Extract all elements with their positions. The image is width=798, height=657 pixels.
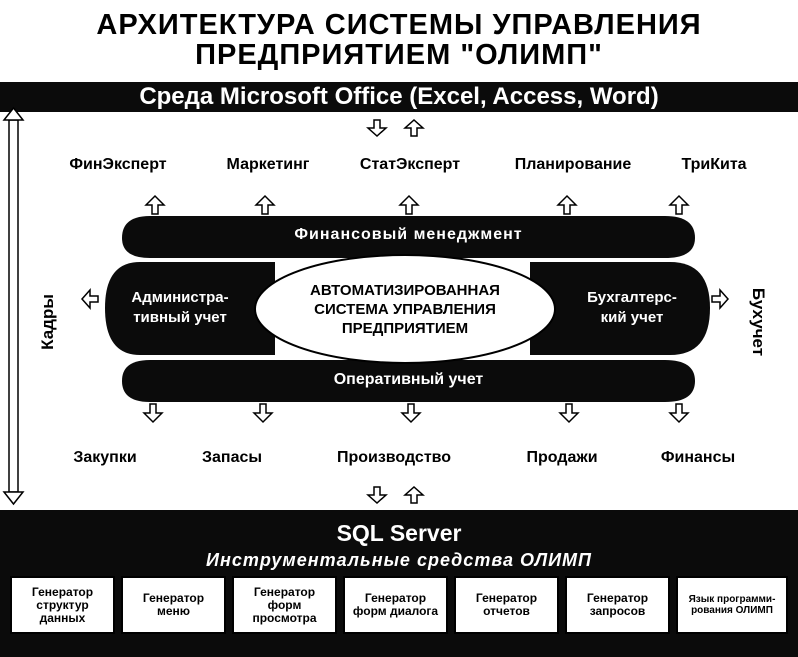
tools-title: Инструментальные средства ОЛИМП bbox=[206, 550, 592, 570]
center-line-1: АВТОМАТИЗИРОВАННАЯ bbox=[310, 282, 500, 299]
bookkeeping-line-2: кий учет bbox=[600, 309, 664, 326]
top-double-arrow bbox=[366, 118, 425, 138]
module-down-arrows bbox=[142, 403, 690, 424]
hr-label: Кадры bbox=[37, 294, 57, 350]
admin-line-2: тивный учет bbox=[133, 309, 227, 326]
module-inventory: Запасы bbox=[201, 449, 263, 466]
financial-management-label: Финансовый менеджмент bbox=[294, 226, 523, 243]
side-arrows bbox=[80, 288, 730, 310]
module-finexpert: ФинЭксперт bbox=[69, 156, 167, 173]
diagram-title-line-2: ПРЕДПРИЯТИЕМ "ОЛИМП" bbox=[195, 39, 603, 71]
bookkeeping-line-1: Бухгалтерс- bbox=[587, 289, 677, 306]
admin-line-1: Администра- bbox=[131, 289, 229, 306]
administrative-accounting-label: Администра- тивный учет bbox=[100, 288, 260, 328]
diagram-title-line-1: АРХИТЕКТУРА СИСТЕМЫ УПРАВЛЕНИЯ bbox=[96, 9, 702, 41]
bottom-double-arrow bbox=[366, 485, 425, 505]
module-statexpert: СтатЭксперт bbox=[359, 156, 461, 173]
sql-server-label: SQL Server bbox=[336, 520, 462, 546]
tools-block: SQL Server Инструментальные средства ОЛИ… bbox=[0, 510, 798, 657]
tool-query-generator: Генератор запросов bbox=[565, 576, 670, 634]
module-trikita: ТриКита bbox=[681, 156, 747, 173]
module-planning: Планирование bbox=[514, 156, 632, 173]
ms-office-environment-band: Среда Microsoft Office (Excel, Access, W… bbox=[0, 82, 798, 112]
module-purchases: Закупки bbox=[73, 449, 137, 466]
operational-accounting-label: Оперативный учет bbox=[333, 371, 484, 388]
bookkeeping-side-label: Бухучет bbox=[749, 287, 769, 357]
tool-olymp-language: Язык программи-рования ОЛИМП bbox=[676, 576, 788, 634]
module-sales: Продажи bbox=[526, 449, 598, 466]
module-finance: Финансы bbox=[660, 449, 736, 466]
core-system-shape bbox=[105, 216, 710, 402]
module-marketing: Маркетинг bbox=[226, 156, 310, 173]
tool-dialog-form-generator: Генератор форм диалога bbox=[343, 576, 448, 634]
tool-menu-generator: Генератор меню bbox=[121, 576, 226, 634]
tool-data-structure-generator: Генератор структур данных bbox=[10, 576, 115, 634]
tool-view-form-generator: Генератор форм просмотра bbox=[232, 576, 337, 634]
center-line-2: СИСТЕМА УПРАВЛЕНИЯ bbox=[314, 301, 496, 318]
left-vertical-connector bbox=[2, 106, 25, 506]
tool-report-generator: Генератор отчетов bbox=[454, 576, 559, 634]
module-production: Производство bbox=[336, 449, 452, 466]
bookkeeping-label: Бухгалтерс- кий учет bbox=[552, 288, 712, 328]
automated-system-label: АВТОМАТИЗИРОВАННАЯ СИСТЕМА УПРАВЛЕНИЯ ПР… bbox=[262, 281, 548, 338]
center-line-3: ПРЕДПРИЯТИЕМ bbox=[341, 320, 469, 337]
module-up-arrows bbox=[144, 194, 690, 215]
